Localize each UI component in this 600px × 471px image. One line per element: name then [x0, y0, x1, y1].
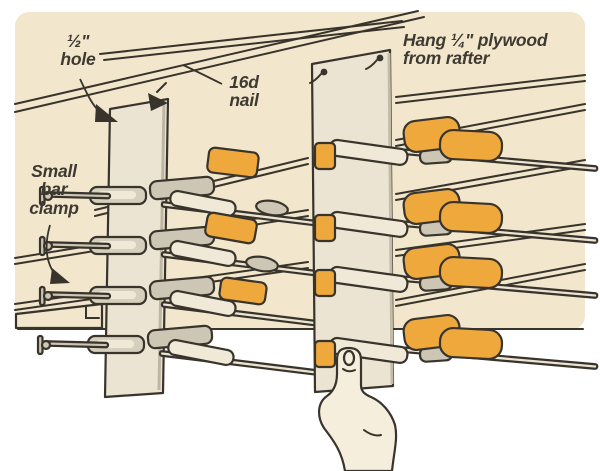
clamp-label-line2: bar — [40, 179, 68, 200]
nail-label-line1: 16d — [229, 72, 259, 92]
hole-label: ½" hole — [40, 32, 116, 69]
small-bar-clamp — [36, 324, 333, 378]
hang-note-line2: from rafter — [403, 48, 490, 69]
nail-icon — [148, 82, 168, 111]
nail-icon — [309, 54, 384, 84]
clamp-arrow-icon — [50, 268, 70, 284]
small-bar-clamp-label: Small bar clamp — [12, 161, 96, 218]
nail-label-line2: nail — [229, 90, 259, 111]
nail-label: 16d nail — [206, 73, 282, 110]
clamp-label-line3: clamp — [29, 197, 79, 218]
clamp-hook — [85, 305, 100, 319]
fingernail — [342, 349, 356, 367]
knuckle-line — [363, 429, 382, 437]
hole-label-line2: hole — [60, 49, 96, 70]
hang-note-label: Hang ¼" plywood from rafter — [403, 31, 593, 68]
hole-label-line1: ½" — [66, 31, 90, 51]
clamp-label-line1: Small — [31, 161, 77, 181]
leader-lines — [45, 64, 223, 284]
clamp-handles-middle — [204, 146, 289, 306]
hand — [318, 346, 398, 471]
hang-note-line1: Hang ¼" plywood — [403, 30, 548, 50]
hole-arrow-icon — [95, 104, 118, 122]
